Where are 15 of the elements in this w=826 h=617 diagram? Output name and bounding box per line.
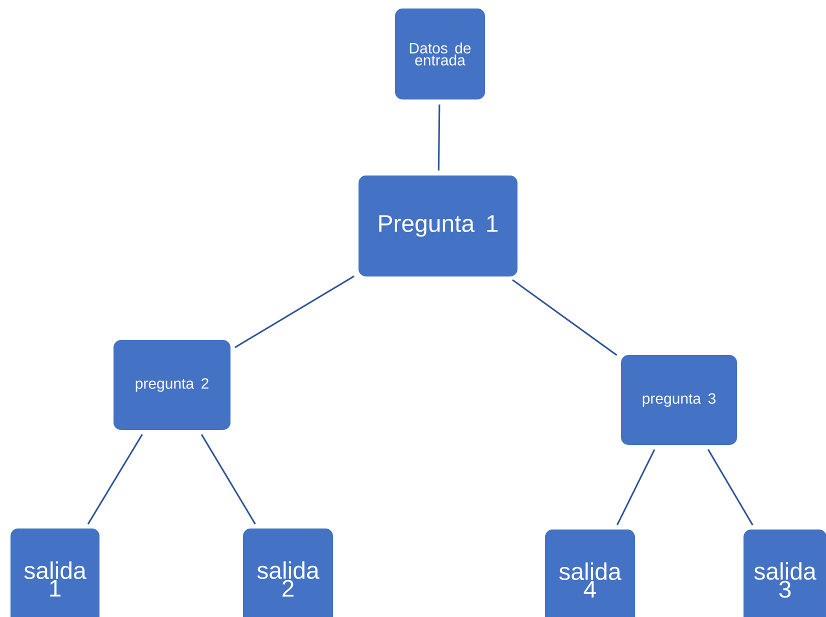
process-box: salida 2: [242, 528, 334, 617]
process-box: Pregunta 1: [358, 174, 518, 278]
connector-line: [616, 449, 656, 526]
process-box: pregunta 3: [620, 354, 738, 446]
process-box: salida 3: [742, 528, 826, 617]
connector-line: [438, 104, 440, 170]
connector-line: [200, 434, 256, 524]
process-box: salida 1: [10, 528, 100, 617]
connector-line: [87, 434, 143, 524]
connector-line: [234, 275, 354, 348]
process-box: pregunta 2: [112, 339, 232, 431]
process-box: salida 4: [544, 528, 636, 617]
process-box: Datos de entrada: [394, 8, 486, 100]
connector-line: [512, 279, 618, 356]
connector-line: [707, 449, 754, 526]
